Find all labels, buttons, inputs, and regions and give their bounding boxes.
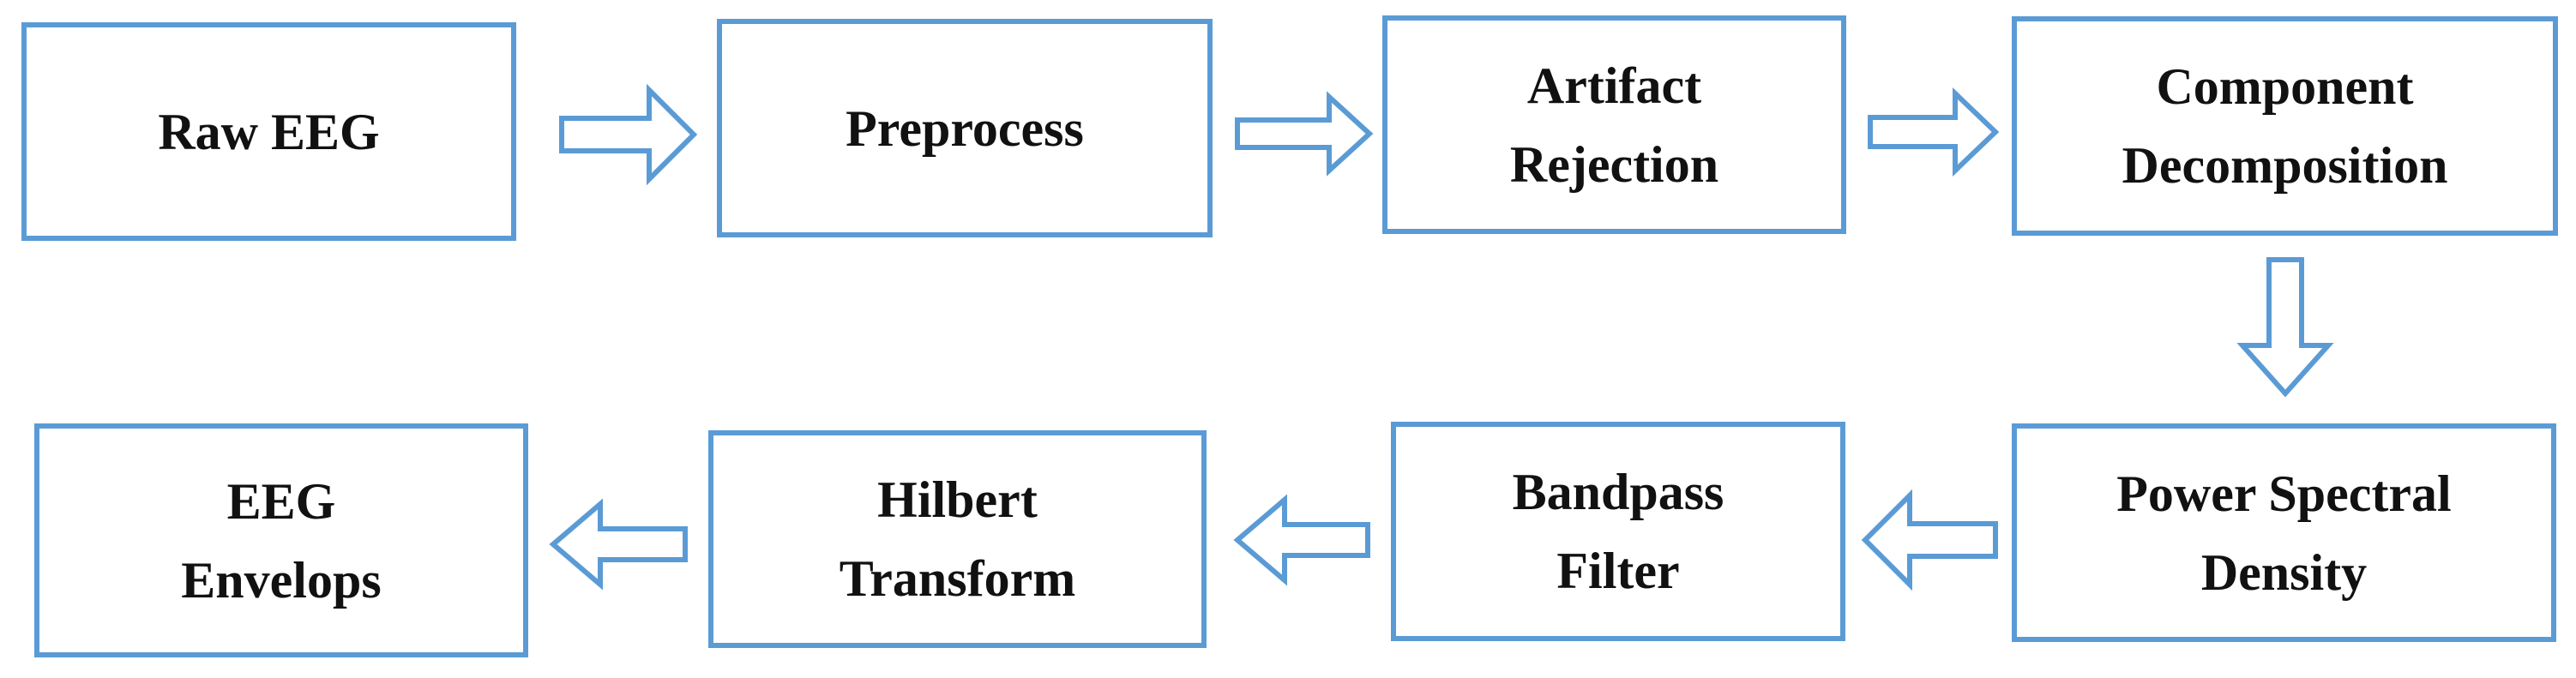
box-hilbert-transform-label: Hilbert Transform xyxy=(839,471,1076,607)
box-eeg-envelops: EEG Envelops xyxy=(34,423,528,657)
box-raw-eeg-label: Raw EEG xyxy=(158,103,380,160)
box-artifact-rejection: Artifact Rejection xyxy=(1382,15,1846,234)
box-preprocess-label: Preprocess xyxy=(846,99,1084,157)
box-preprocess: Preprocess xyxy=(717,19,1213,237)
arrow-right-icon xyxy=(1868,87,2000,177)
box-power-spectral-density: Power Spectral Density xyxy=(2012,423,2556,642)
arrow-left-icon xyxy=(1861,489,1998,591)
arrow-right-icon xyxy=(559,83,698,186)
arrow-left-icon xyxy=(1233,494,1370,586)
box-hilbert-transform: Hilbert Transform xyxy=(708,430,1207,648)
box-component-decomposition-label: Component Decomposition xyxy=(2122,58,2448,194)
box-eeg-envelops-label: EEG Envelops xyxy=(181,472,382,609)
box-raw-eeg: Raw EEG xyxy=(21,22,516,241)
arrow-left-icon xyxy=(549,498,688,591)
arrow-down-icon xyxy=(2236,257,2334,398)
box-component-decomposition: Component Decomposition xyxy=(2012,16,2558,236)
box-bandpass-filter: Bandpass Filter xyxy=(1391,422,1845,641)
box-artifact-rejection-label: Artifact Rejection xyxy=(1509,57,1719,193)
box-bandpass-filter-label: Bandpass Filter xyxy=(1512,464,1724,599)
arrow-right-icon xyxy=(1235,91,1374,177)
box-power-spectral-density-label: Power Spectral Density xyxy=(2116,465,2452,601)
